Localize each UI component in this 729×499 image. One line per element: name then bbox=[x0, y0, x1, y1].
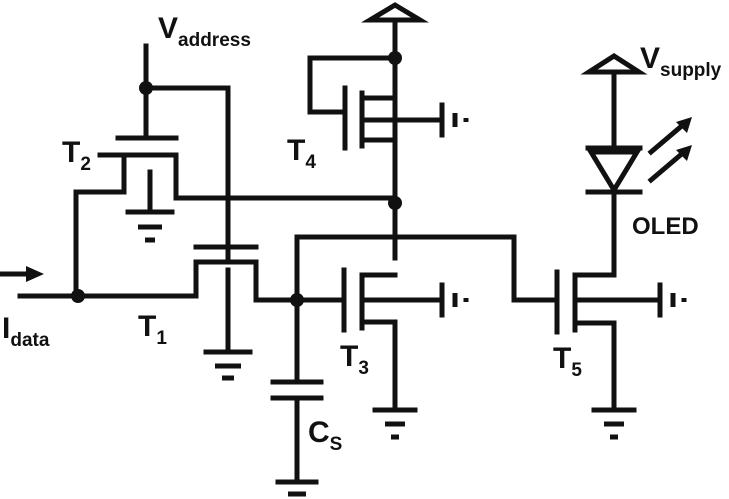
t5-label: T5 bbox=[553, 342, 582, 381]
oled-label: OLED bbox=[632, 213, 699, 240]
transistor-t3 bbox=[344, 270, 466, 437]
junction-node bbox=[71, 289, 85, 303]
t5-gate-wire bbox=[297, 237, 557, 300]
transistor-t1 bbox=[196, 247, 256, 378]
storage-capacitor-cs bbox=[273, 237, 321, 494]
t3-label: T3 bbox=[340, 340, 369, 379]
v-supply-label: Vsupply bbox=[640, 42, 722, 81]
transistor-t4 bbox=[310, 58, 466, 148]
v-address-label: Vaddress bbox=[158, 12, 251, 51]
transistor-t5 bbox=[557, 272, 684, 437]
i-data-input-arrow bbox=[0, 266, 44, 282]
t2-source-wire bbox=[76, 192, 124, 296]
transistor-t2 bbox=[100, 138, 176, 240]
i-data-label: Idata bbox=[2, 312, 50, 351]
t1-label: T1 bbox=[138, 310, 167, 349]
junction-node bbox=[139, 81, 153, 95]
t4-label: T4 bbox=[287, 134, 316, 173]
oled-diode bbox=[588, 117, 692, 192]
cs-label: CS bbox=[308, 416, 342, 455]
t2-label: T2 bbox=[62, 136, 91, 175]
